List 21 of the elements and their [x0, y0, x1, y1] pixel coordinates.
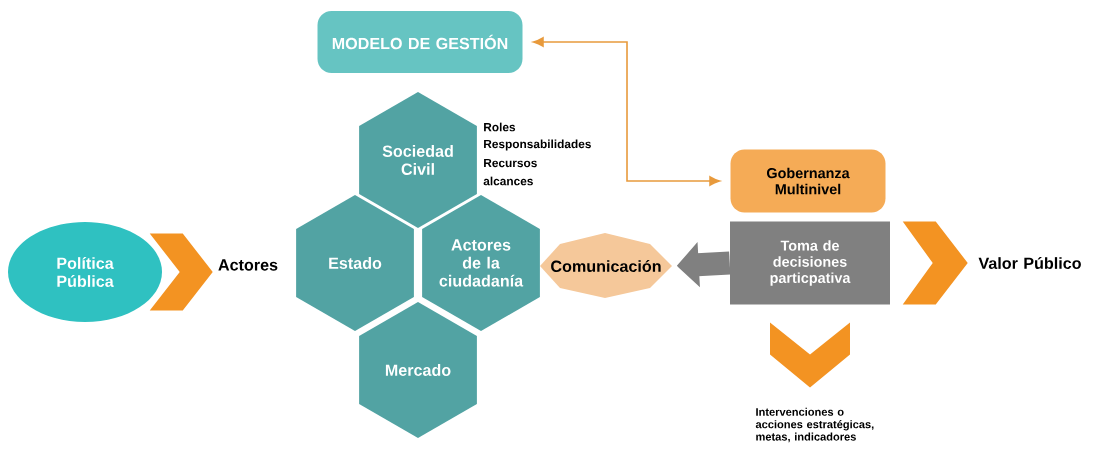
rounded-box: MODELO DE GESTIÓN	[317, 11, 523, 73]
connector-arrow	[532, 37, 721, 186]
rounded-box: Gobernanza Multinivel	[730, 149, 886, 213]
octagon: Comunicación	[540, 233, 672, 298]
chevron-arrow	[770, 322, 850, 388]
list-item: Recursos	[484, 158, 537, 168]
node-label: Sociedad Civil	[382, 145, 453, 175]
label-text: Actores	[218, 259, 278, 271]
hexagon: Actores de la ciudadanía	[422, 195, 540, 331]
note-text: Intervenciones o acciones estratégicas, metas, indicadores	[755, 407, 874, 443]
hexagon: Sociedad Civil	[359, 92, 477, 228]
hexagon: Estado	[296, 195, 414, 331]
list-item: alcances	[483, 176, 533, 186]
chevron-arrow	[902, 221, 968, 305]
list-item: Responsabilidades	[484, 139, 591, 151]
chevron-arrow	[149, 233, 213, 311]
label-text: Valor Público	[978, 257, 1081, 269]
hexagon: Mercado	[359, 302, 477, 438]
list-item: Roles	[484, 122, 516, 132]
node-label: Mercado	[385, 364, 451, 376]
process-box: Toma de decisiones particpativa	[730, 221, 890, 305]
